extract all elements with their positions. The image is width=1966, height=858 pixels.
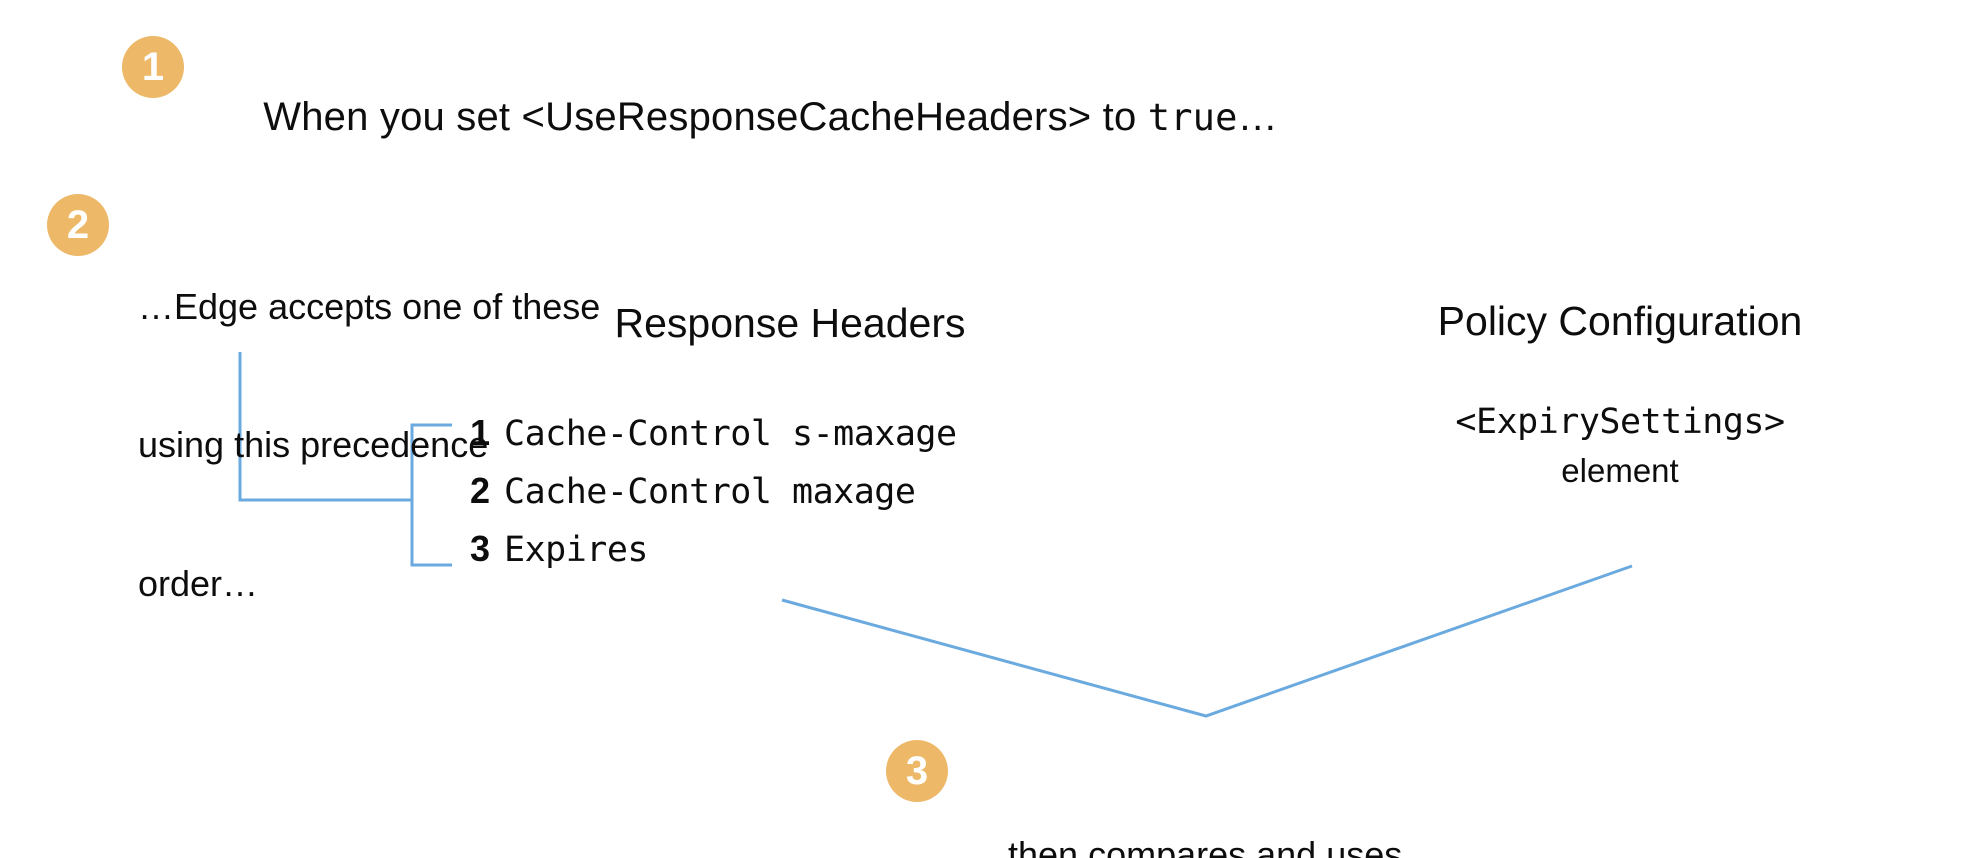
step-badge-1: 1 [122,36,184,98]
precedence-item: 3 Expires [470,528,957,578]
step-3-text: …then compares and uses the lesser of th… [972,738,1402,858]
step-2-line-2: using this precedence [138,424,489,466]
step-1-text-prefix: When you set <UseResponseCacheHeaders> t… [263,94,1148,139]
step-badge-3-number: 3 [905,749,929,793]
precedence-item-number: 1 [470,412,491,453]
precedence-item-value: Cache-Control s-maxage [504,414,957,454]
precedence-item: 2 Cache-Control maxage [470,470,957,520]
step-badge-2: 2 [47,194,109,256]
precedence-item-number: 2 [470,470,491,511]
step-2-line-3: order… [138,562,259,604]
step-1-text-value: true [1147,95,1238,139]
step-2-line-1: …Edge accepts one of these [138,286,601,328]
precedence-item-value: Cache-Control maxage [504,472,916,512]
step-badge-2-number: 2 [66,203,90,247]
heading-response-headers: Response Headers [614,300,966,346]
step-badge-1-number: 1 [141,45,165,89]
policy-element-name: <ExpirySettings> [1455,402,1785,442]
policy-configuration-body: <ExpirySettings> element [1340,402,1900,490]
step-badge-3: 3 [886,740,948,802]
step-3-line-1: …then compares and uses [972,833,1403,858]
policy-element-word: element [1561,452,1679,489]
heading-policy-configuration: Policy Configuration [1437,298,1803,344]
precedence-item: 1 Cache-Control s-maxage [470,412,957,462]
precedence-item-number: 3 [470,528,491,569]
precedence-item-value: Expires [504,530,649,570]
v-connector-compare [781,564,1633,718]
step-1-text-suffix: … [1237,94,1278,139]
step-1-text: When you set <UseResponseCacheHeaders> t… [218,44,1278,190]
precedence-list: 1 Cache-Control s-maxage 2 Cache-Control… [470,412,957,578]
step-2-text: …Edge accepts one of these using this pr… [138,192,600,699]
